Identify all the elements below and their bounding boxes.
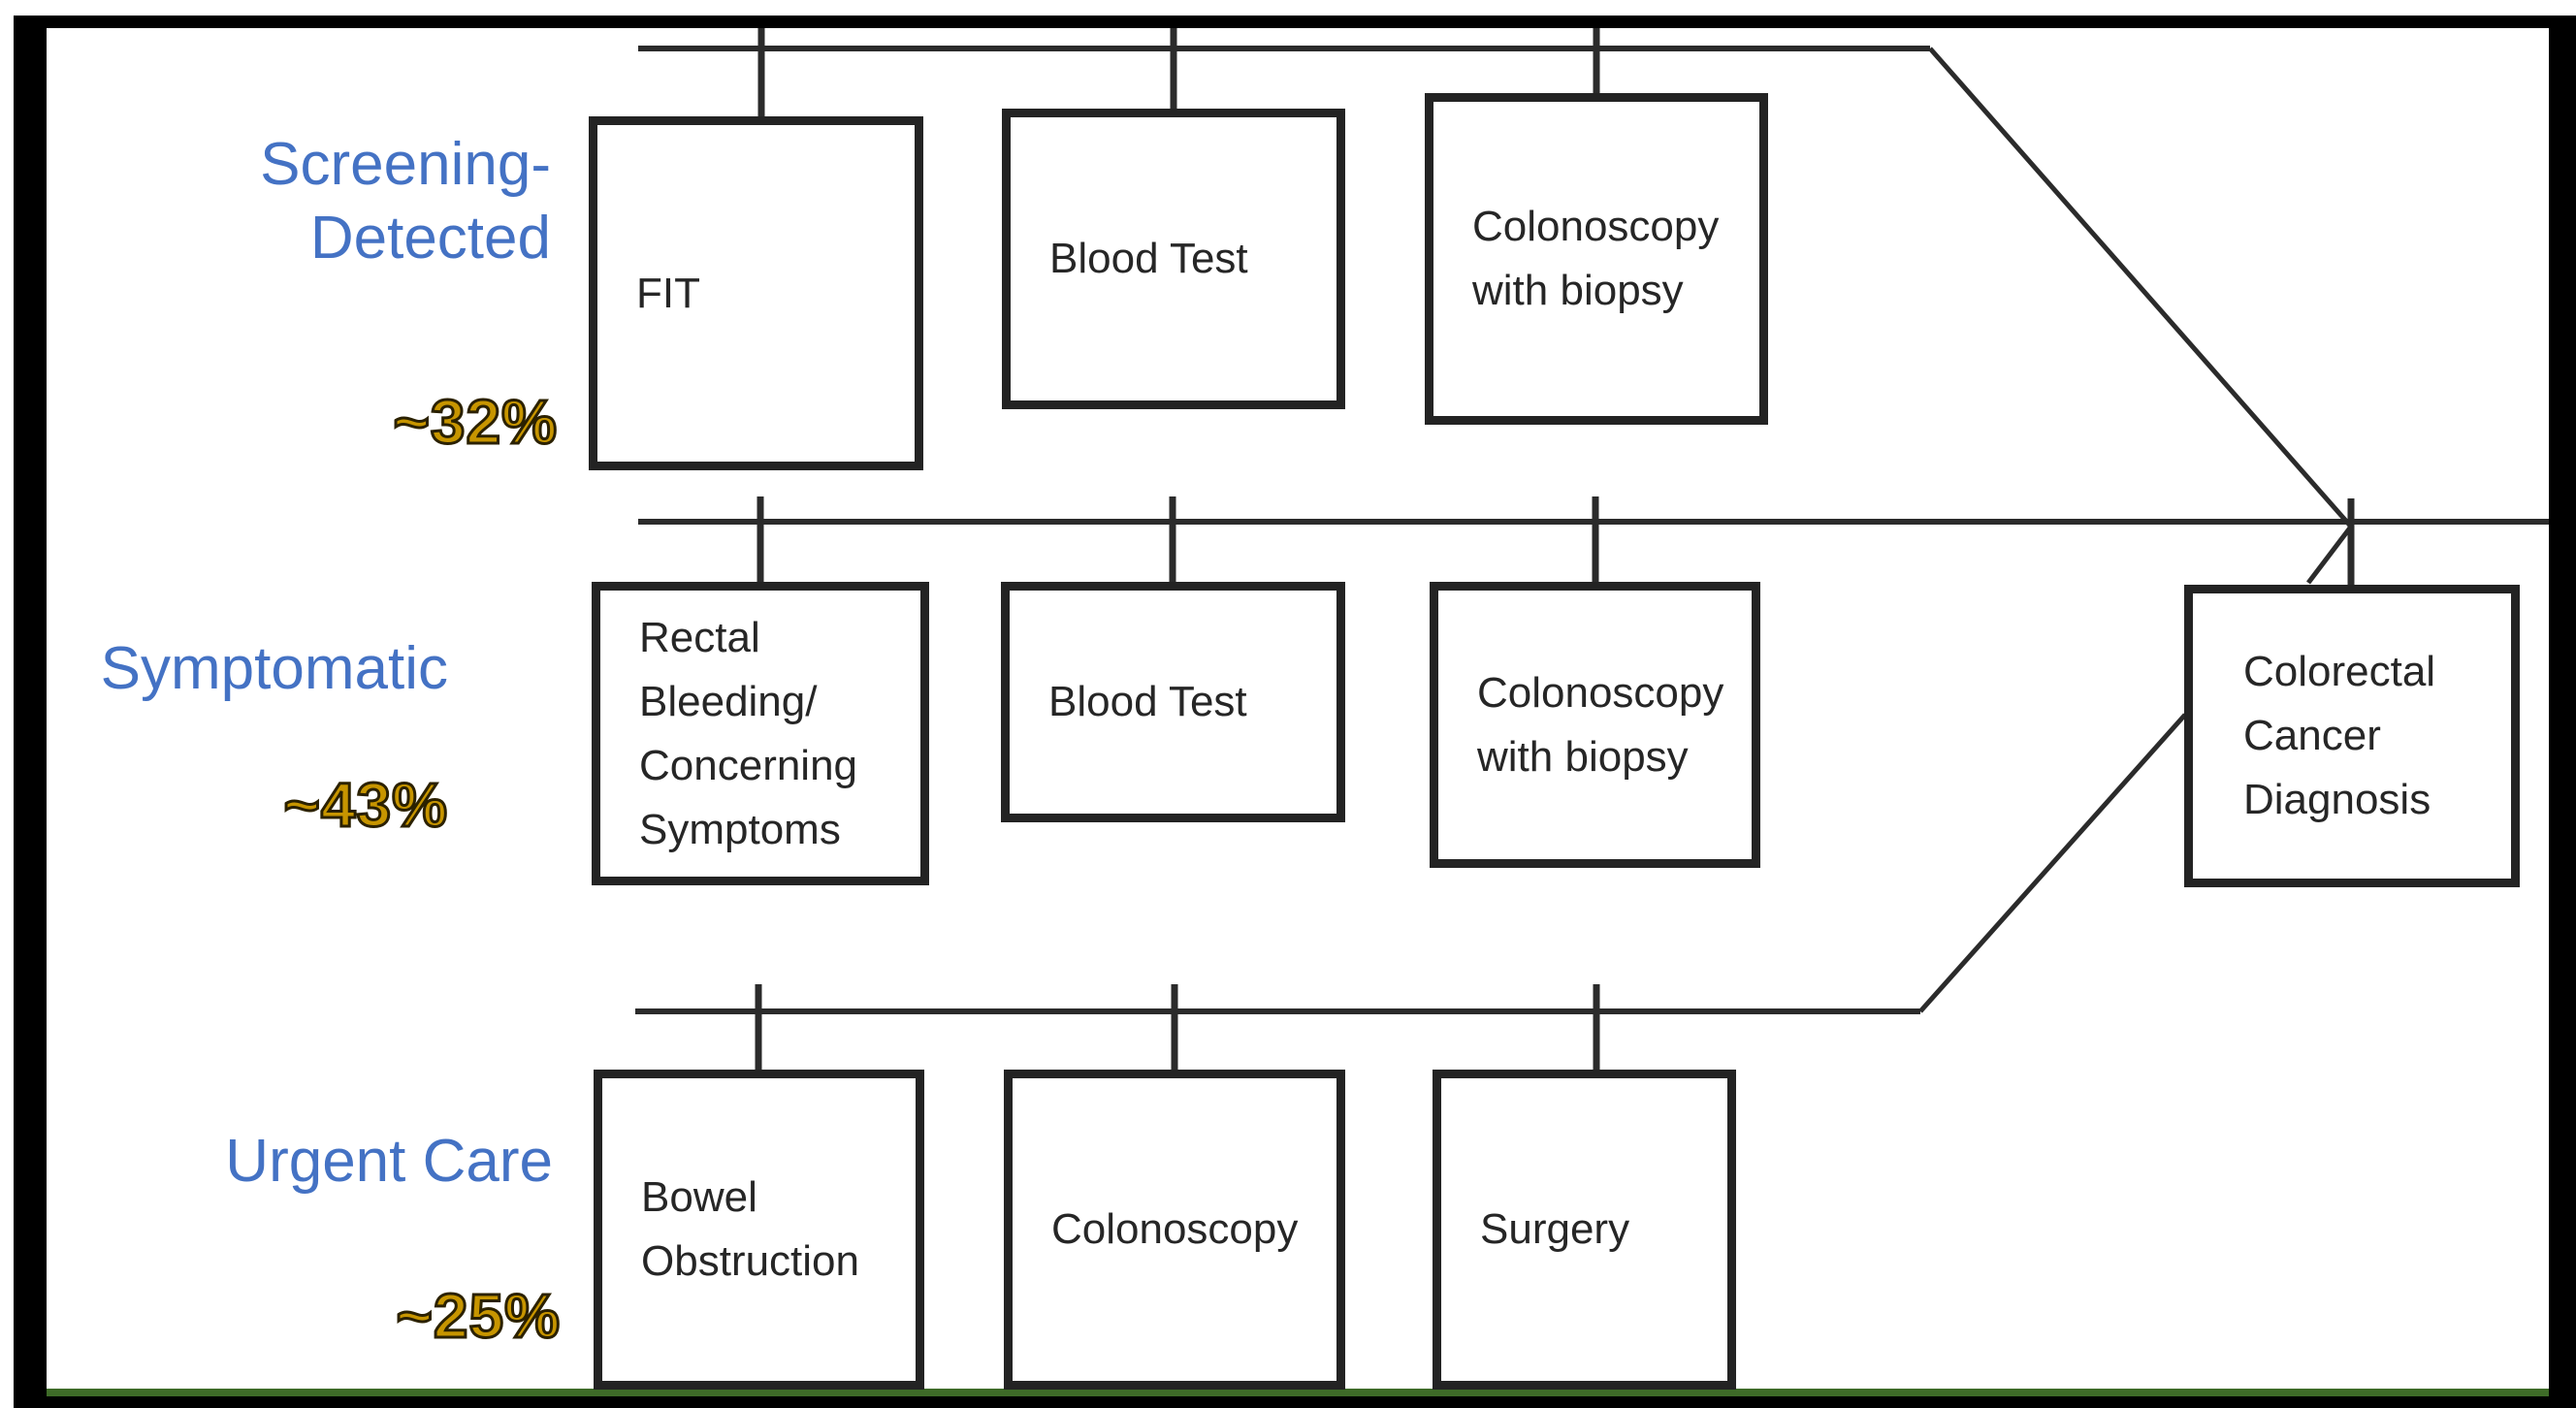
- row-percent-symptomatic: ~43%: [282, 769, 448, 842]
- row-label-screening-detected: Screening- Detected: [260, 131, 551, 272]
- baseline-rule: [45, 1389, 2549, 1397]
- row-percent-urgent-care: ~25%: [395, 1280, 561, 1353]
- row-percent-screening-detected: ~32%: [392, 386, 558, 459]
- box-screening-blood-test: Blood Test: [1002, 109, 1345, 409]
- connector-screening-to-diagnosis: [1928, 47, 2355, 585]
- box-urgent-colonoscopy: Colonoscopy: [1004, 1070, 1345, 1390]
- box-symptomatic-blood-test: Blood Test: [1001, 582, 1345, 822]
- box-urgent-surgery: Surgery: [1433, 1070, 1736, 1390]
- connector-urgent-to-diagnosis: [1918, 713, 2187, 1013]
- box-screening-colonoscopy-biopsy: Colonoscopy with biopsy: [1425, 93, 1768, 425]
- box-symptomatic-rectal-bleeding: Rectal Bleeding/ Concerning Symptoms: [592, 582, 929, 885]
- box-colorectal-cancer-diagnosis: Colorectal Cancer Diagnosis: [2184, 585, 2520, 887]
- row-label-symptomatic: Symptomatic: [100, 635, 448, 702]
- box-urgent-bowel-obstruction: Bowel Obstruction: [594, 1070, 924, 1390]
- box-symptomatic-colonoscopy-biopsy: Colonoscopy with biopsy: [1430, 582, 1760, 868]
- row-label-urgent-care: Urgent Care: [225, 1128, 553, 1195]
- box-screening-fit: FIT: [589, 116, 923, 470]
